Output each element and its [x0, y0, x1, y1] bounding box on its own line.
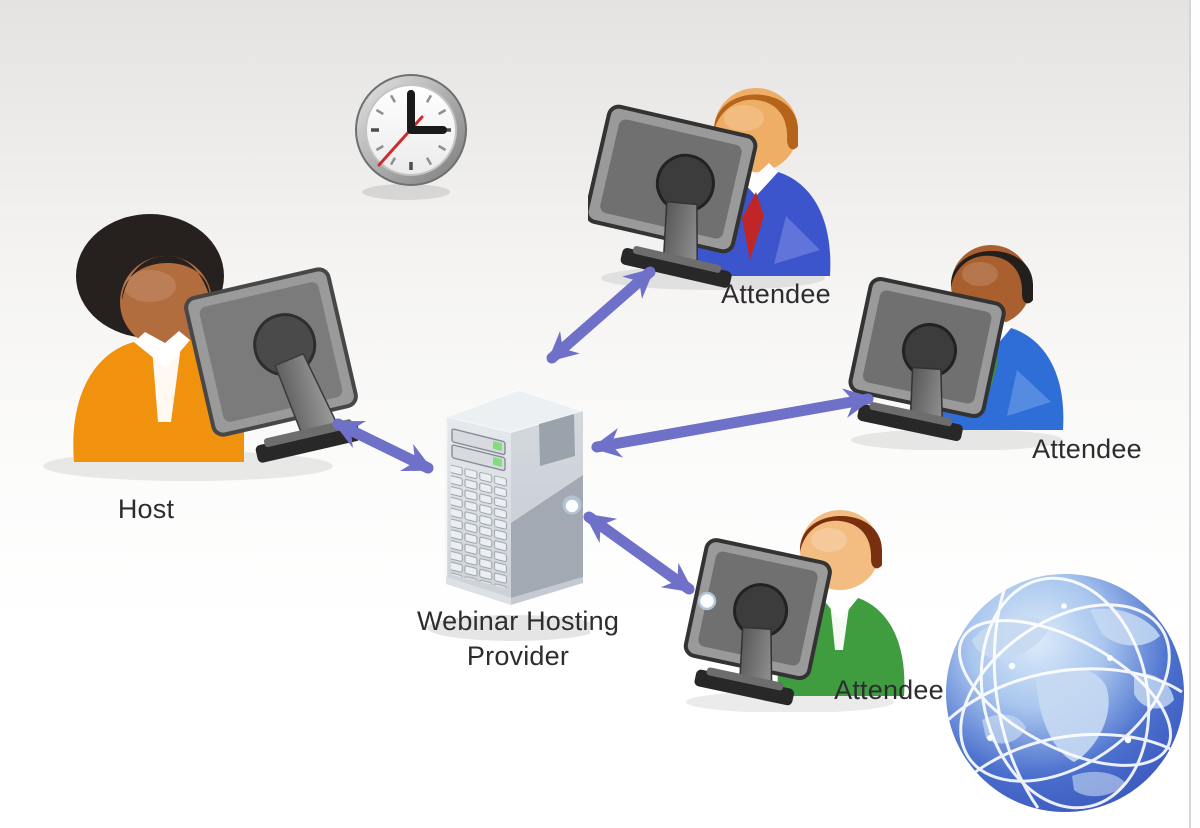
globe-icon-svg: [946, 574, 1184, 812]
host-monitor: [184, 267, 358, 463]
server-label: Webinar Hosting Provider: [416, 606, 620, 671]
globe-icon: [942, 570, 1188, 816]
clock-icon: [350, 68, 472, 202]
host-collar: [134, 331, 190, 368]
globe-mesh: [946, 576, 1183, 810]
node-server: [425, 378, 590, 653]
server-vent: [539, 414, 575, 466]
attendee-right-figure: [848, 245, 1064, 450]
server-side-button: [562, 495, 582, 515]
arrow-server-attendee-right: [590, 388, 875, 458]
server-front-detail: [451, 428, 508, 589]
page-edge-strip: [1191, 0, 1200, 828]
attendee-right-monitor: [848, 276, 1006, 442]
node-attendee-bottom: [672, 498, 912, 712]
host-label: Host: [117, 494, 175, 524]
attendee-top-label: Attendee: [721, 279, 831, 309]
attendee-bottom-label: Attendee: [834, 675, 944, 705]
attendee-top-monitor: [588, 104, 758, 288]
attendee-top-figure: [588, 88, 831, 290]
attendee-top-tie: [742, 192, 764, 260]
clock-shadow: [362, 184, 450, 200]
clock-hands: [407, 90, 447, 134]
page-edge-line: [1189, 0, 1191, 828]
globe-mesh-nodes: [987, 603, 1132, 744]
server-tower-icon: [427, 389, 590, 641]
server-shadow: [427, 615, 590, 641]
node-attendee-top: [588, 68, 846, 290]
node-host: [38, 190, 358, 490]
attendee-bottom-figure: [683, 510, 905, 712]
node-attendee-right: [845, 228, 1070, 450]
host-figure: [43, 214, 358, 481]
clock-icon-svg: [355, 74, 467, 200]
attendee-bottom-monitor: [683, 538, 832, 706]
attendee-right-label: Attendee: [1032, 434, 1142, 464]
